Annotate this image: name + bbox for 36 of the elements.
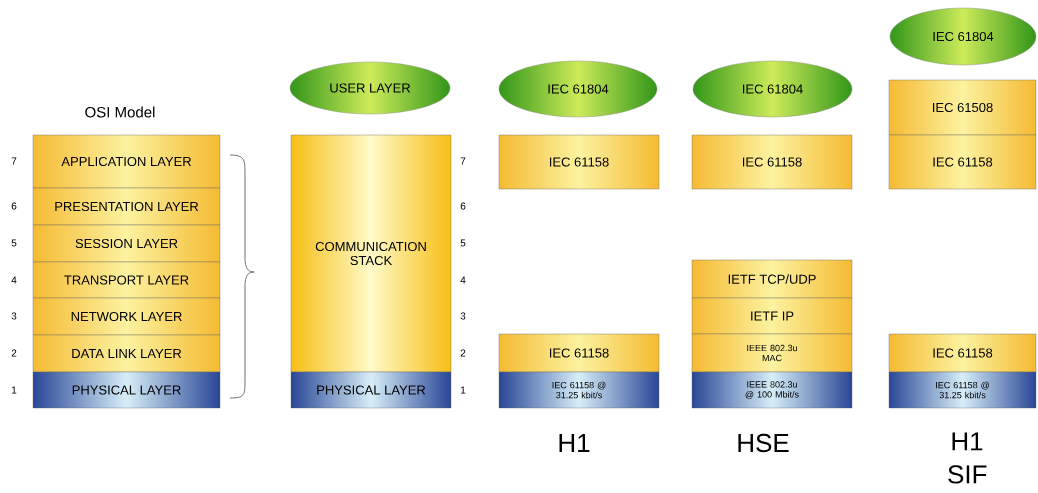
layer-number: 7 — [460, 157, 466, 165]
layer-box: APPLICATION LAYER — [32, 134, 221, 189]
layer-number: 5 — [11, 239, 17, 247]
physical-layer-box: PHYSICAL LAYER — [290, 371, 452, 409]
layer-number: 2 — [460, 349, 466, 357]
layer-number: 2 — [11, 349, 17, 357]
layer-number: 6 — [11, 202, 17, 210]
physical-layer-box: IEEE 802.3u @ 100 Mbit/s — [691, 371, 853, 409]
layer-box: PRESENTATION LAYER — [32, 187, 221, 226]
layer-number: 7 — [11, 157, 17, 165]
layer-number: 1 — [12, 386, 17, 394]
layer-box: DATA LINK LAYER — [32, 334, 221, 373]
layer-number: 5 — [460, 239, 466, 247]
layer-box: SESSION LAYER — [32, 224, 221, 263]
column-label: H1 — [559, 434, 590, 452]
physical-layer-box: IEC 61158 @ 31.25 kbit/s — [888, 371, 1037, 409]
layer-box: IETF TCP/UDP — [691, 259, 853, 299]
layer-box: IEEE 802.3u MAC — [691, 333, 853, 373]
layer-box: IEC 61158 — [691, 134, 853, 190]
stack-title: OSI Model — [85, 106, 155, 118]
physical-layer-box: PHYSICAL LAYER — [32, 371, 221, 409]
layer-box: IEC 61158 — [498, 333, 660, 373]
layer-box: IEC 61158 — [888, 333, 1037, 373]
layer-number: 1 — [461, 386, 466, 394]
layer-number: 3 — [460, 312, 466, 320]
layer-box: TRANSPORT LAYER — [32, 261, 221, 299]
layer-box: IETF IP — [691, 297, 853, 335]
column-label: H1 SIF — [948, 432, 987, 484]
physical-layer-box: IEC 61158 @ 31.25 kbit/s — [498, 371, 660, 409]
layer-number: 4 — [11, 276, 17, 284]
layer-box: NETWORK LAYER — [32, 297, 221, 336]
layer-number: 3 — [11, 312, 17, 320]
column-label: HSE — [738, 433, 789, 453]
layer-box: IEC 61158 — [888, 134, 1037, 190]
layer-box: IEC 61158 — [498, 134, 660, 190]
layer-box: IEC 61508 — [888, 79, 1037, 136]
